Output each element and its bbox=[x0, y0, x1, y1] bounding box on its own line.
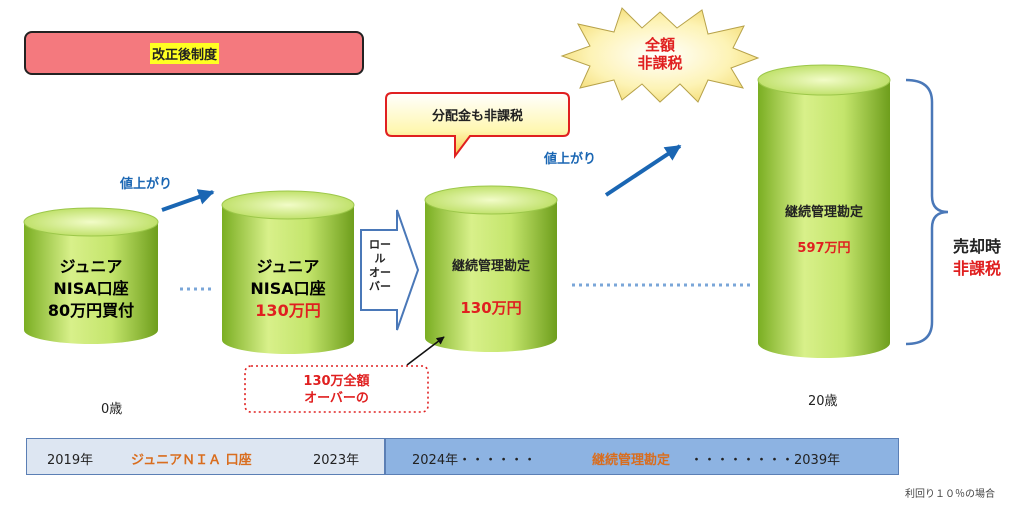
rise-arrow-2 bbox=[604, 144, 682, 197]
rollover-line3: オー bbox=[369, 266, 391, 279]
note-box-shape bbox=[244, 365, 429, 413]
sale-line2: 非課税 bbox=[952, 259, 1001, 278]
timeline-junior-label: ジュニアＮＩＡ 口座 bbox=[131, 453, 252, 468]
cylinder-1-label: ジュニア NISA口座 80万円買付 bbox=[24, 256, 158, 322]
cylinder-2-label: ジュニア NISA口座 130万円 bbox=[222, 256, 354, 322]
cyl3-amount: 130万円 bbox=[460, 299, 522, 317]
sale-label: 売却時 非課税 bbox=[942, 236, 1012, 280]
cylinder-continuous-management-start bbox=[424, 185, 558, 352]
callout-text: 分配金も非課税 bbox=[431, 109, 523, 124]
rollover-line1: ロー bbox=[369, 238, 391, 251]
rollover-line2: ル bbox=[374, 252, 386, 265]
rise-label-1: 値上がり bbox=[120, 177, 173, 192]
note-text: 130万全額 オーバーの bbox=[245, 373, 428, 407]
timeline-junior-segment: 2019年 ジュニアＮＩＡ 口座 2023年 bbox=[26, 438, 385, 475]
timeline-mid-year: 2023年 bbox=[313, 453, 360, 468]
rise-label-2: 値上がり bbox=[544, 152, 597, 167]
timeline-right-label: 継続管理勘定 bbox=[592, 453, 671, 468]
note-arrow bbox=[406, 336, 445, 366]
age-start: 0歳 bbox=[101, 402, 123, 417]
callout-bubble-shape bbox=[385, 92, 570, 159]
cylinder-junior-nisa-start bbox=[23, 207, 159, 344]
footnote: 利回り１０％の場合 bbox=[905, 489, 995, 500]
sale-brace bbox=[905, 78, 949, 346]
timeline-right-end: ・・・・・・・・2039年 bbox=[690, 453, 841, 468]
rollover-label: ロー ル オー バー bbox=[364, 238, 396, 294]
note-line2: オーバーの bbox=[304, 391, 369, 406]
cyl2-line1: ジュニア bbox=[256, 257, 320, 276]
timeline-bar: 2019年 ジュニアＮＩＡ 口座 2023年 2024年・・・・・・ 継続管理勘… bbox=[26, 438, 899, 475]
age-end: 20歳 bbox=[808, 394, 838, 409]
cyl4-amount: 597万円 bbox=[797, 241, 851, 256]
starburst-text: 全額 非課税 bbox=[620, 36, 700, 72]
cyl3-title: 継続管理勘定 bbox=[451, 259, 530, 274]
cyl1-line1: ジュニア bbox=[59, 257, 123, 276]
title-box: 改正後制度 bbox=[24, 31, 364, 75]
cyl1-line3: 80万円買付 bbox=[47, 301, 135, 320]
timeline-right-start: 2024年・・・・・・ bbox=[412, 453, 537, 468]
cyl4-title: 継続管理勘定 bbox=[784, 205, 863, 220]
cylinder-junior-nisa-end bbox=[221, 190, 355, 354]
cyl2-line2: NISA口座 bbox=[250, 279, 326, 298]
timeline-start-year: 2019年 bbox=[47, 453, 94, 468]
sale-line1: 売却時 bbox=[952, 237, 1001, 256]
starburst-line2: 非課税 bbox=[637, 54, 683, 72]
starburst-line1: 全額 bbox=[644, 36, 675, 54]
rollover-line4: バー bbox=[369, 280, 391, 293]
cyl1-line2: NISA口座 bbox=[53, 279, 129, 298]
rise-arrow-1 bbox=[161, 189, 215, 212]
cylinder-continuous-management-end bbox=[757, 64, 891, 358]
note-line1: 130万全額 bbox=[303, 374, 370, 389]
page-title: 改正後制度 bbox=[150, 42, 220, 64]
cyl2-amount: 130万円 bbox=[255, 301, 321, 320]
rollover-arrow-shape bbox=[360, 209, 420, 331]
starburst-shape bbox=[560, 7, 760, 103]
timeline-continuous-segment: 2024年・・・・・・ 継続管理勘定 ・・・・・・・・2039年 bbox=[385, 438, 899, 475]
